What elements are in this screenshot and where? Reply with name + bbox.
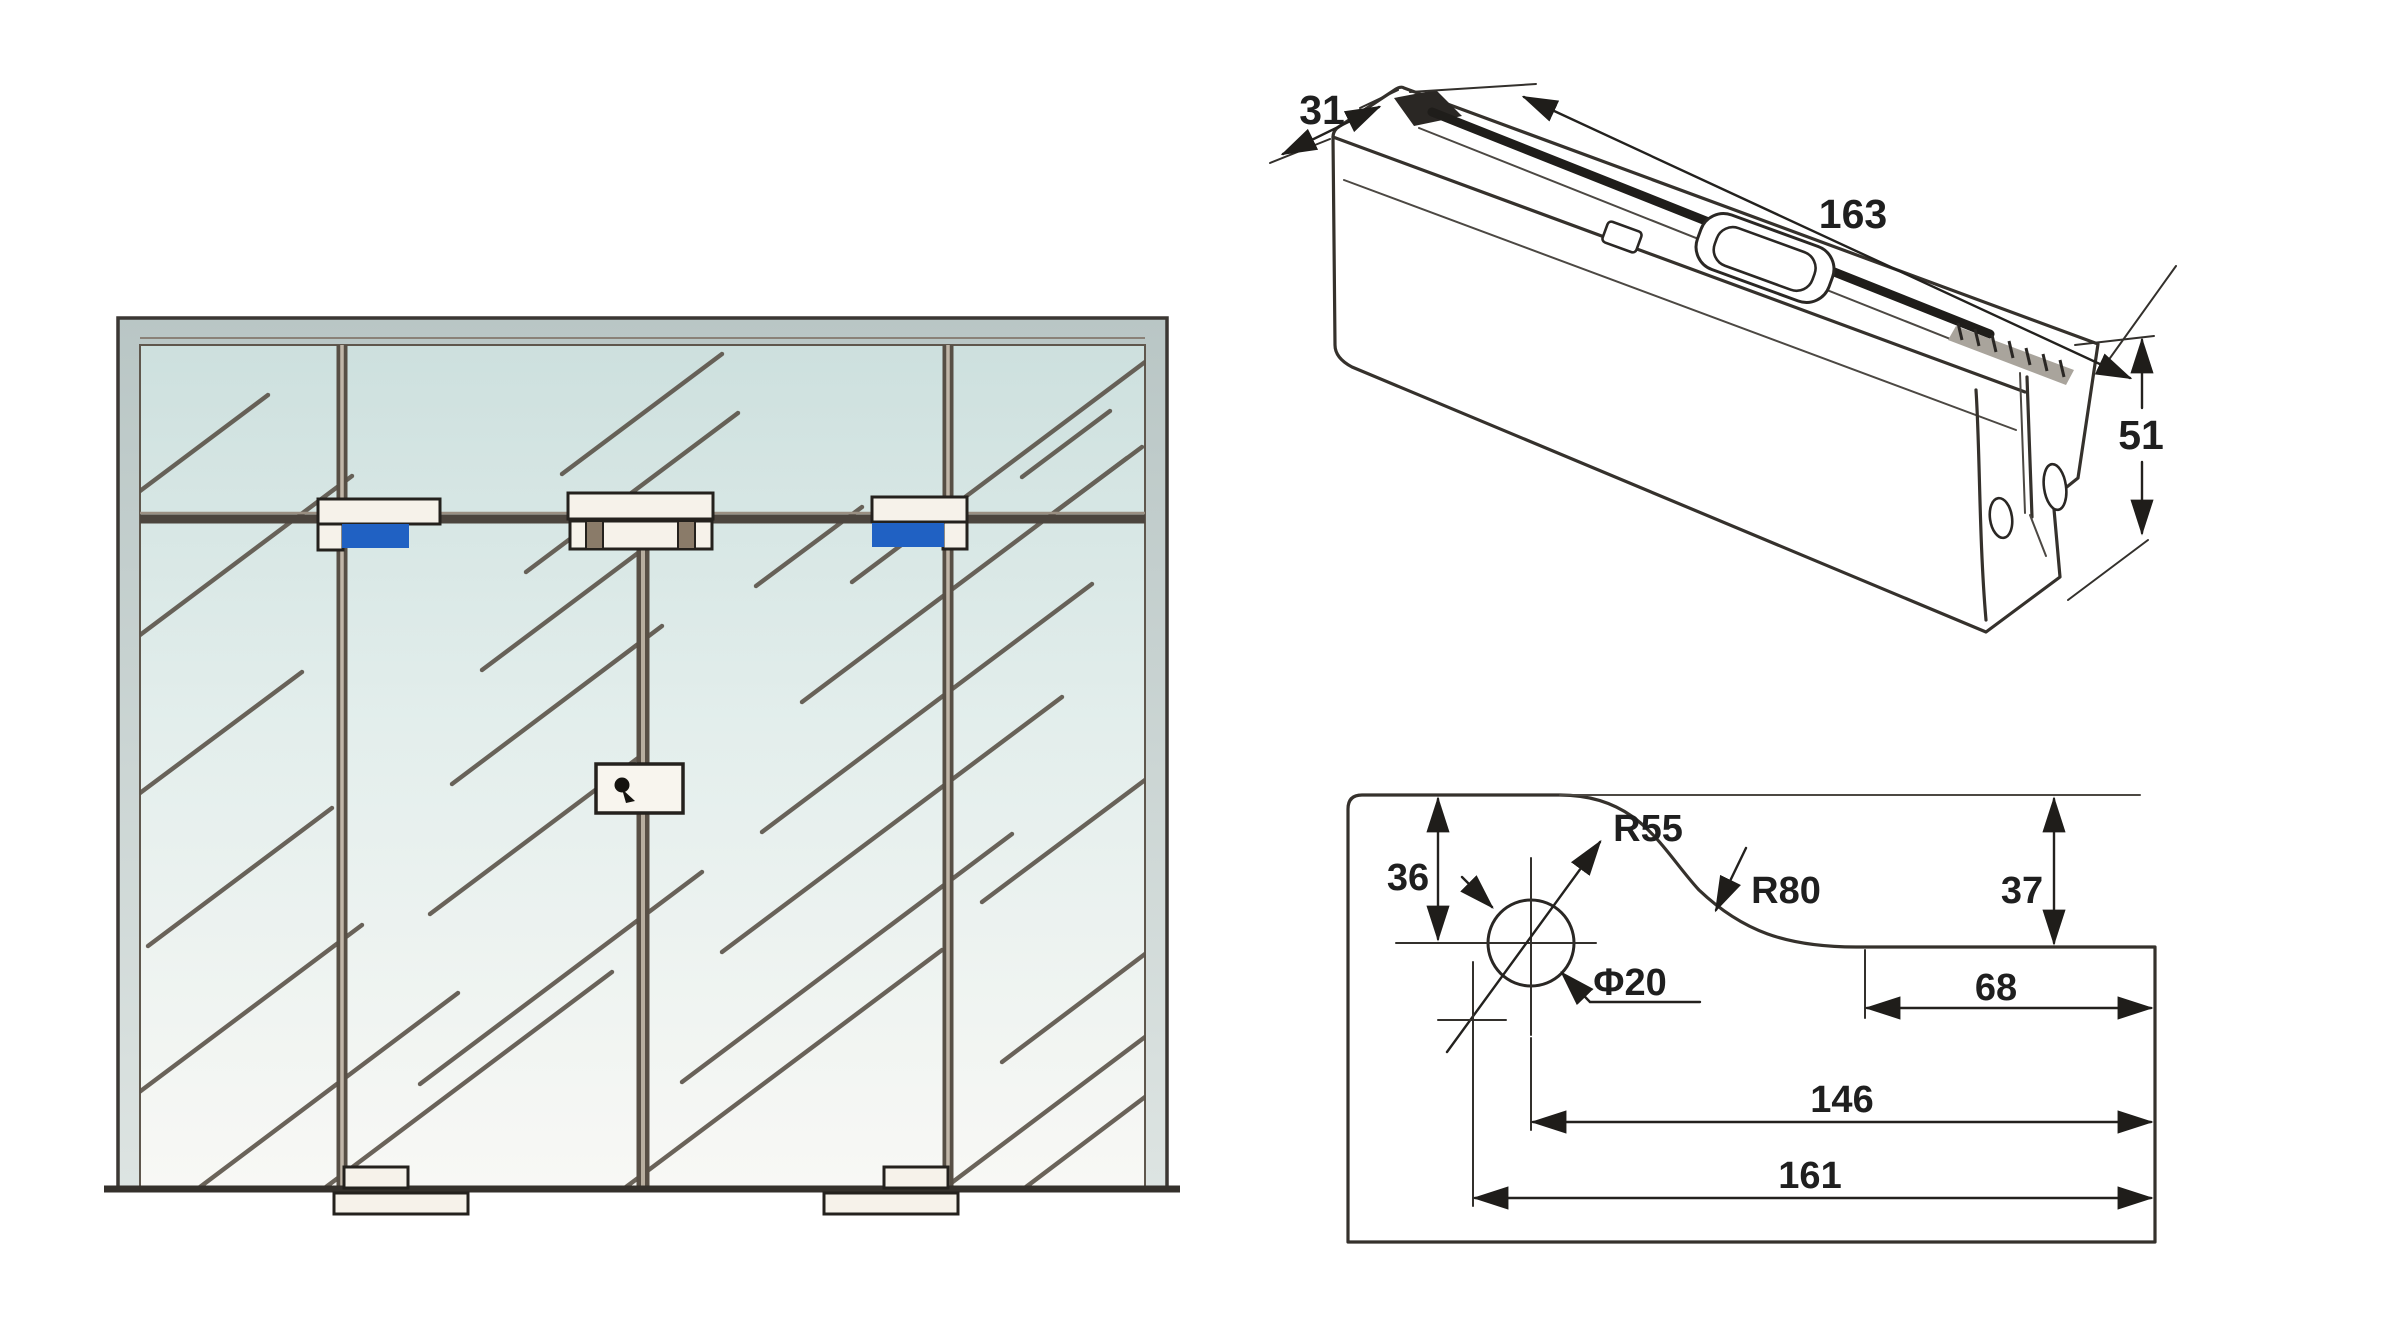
patch-fitting-isometric: 31 163 51: [1269, 83, 2177, 634]
left-floor-plate: [332, 1191, 470, 1216]
top-face-front-edge: [1331, 135, 2027, 394]
pivot-hole-back: [2042, 462, 2068, 512]
small-notch: [1601, 220, 1643, 254]
slot-back-line: [2019, 372, 2026, 514]
front-plate-edge: [1974, 388, 1988, 622]
center-patch-post-left: [585, 520, 604, 550]
iso-dim-51-label: 51: [2118, 412, 2164, 458]
dim-line-31: [1280, 105, 1382, 156]
leader-phi20: [1560, 971, 1702, 1006]
top-patch-fittings: [316, 491, 969, 552]
slot-bottom-line: [2029, 514, 2047, 557]
right-bottom-patch: [882, 1165, 950, 1190]
left-bottom-patch: [342, 1165, 410, 1190]
left-highlight-patch: [342, 524, 409, 548]
profile-dim-146-label: 146: [1810, 1079, 1873, 1121]
keyhole-tail: [622, 789, 635, 803]
center-patch-post-right: [677, 520, 696, 550]
iso-dim-31-label: 31: [1299, 87, 1345, 133]
pivot-hole-front: [1988, 496, 2014, 540]
glass-reflection-lines: [140, 351, 1145, 1188]
right-top-patch-stub: [941, 520, 969, 551]
right-highlight-patch: [872, 523, 944, 547]
left-top-patch-plate: [316, 497, 442, 526]
center-lock: [594, 762, 685, 815]
leader-r80: [1714, 846, 1748, 913]
dim-line-163: [1521, 95, 2133, 380]
center-top-patch-plate: [566, 491, 715, 521]
keyhole-icon: [614, 777, 630, 793]
slot-front-line: [2025, 375, 2034, 519]
left-top-patch-stub: [316, 522, 345, 552]
mullions: [336, 345, 954, 1188]
patch-fitting-profile: 36 37 68 146 161 R55 R80 Φ20: [1346, 793, 2157, 1244]
lock-box: [594, 762, 685, 815]
profile-dim-r80-label: R80: [1751, 870, 1821, 912]
storefront-elevation: [104, 316, 1180, 1216]
profile-dim-phi20-label: Φ20: [1593, 962, 1666, 1004]
profile-outline: [1346, 793, 2157, 1244]
right-floor-plate: [822, 1191, 960, 1216]
profile-dim-161-label: 161: [1778, 1155, 1841, 1197]
iso-dim-163-label: 163: [1819, 191, 1887, 237]
hole-pointer-arrow: [1460, 875, 1494, 909]
profile-dim-37-label: 37: [2001, 870, 2043, 912]
right-top-patch-plate: [870, 495, 969, 524]
bottom-patch-fittings: [332, 1165, 960, 1216]
profile-dim-68-label: 68: [1975, 967, 2017, 1009]
profile-dim-r55-label: R55: [1613, 808, 1683, 850]
profile-dim-36-label: 36: [1387, 857, 1429, 899]
